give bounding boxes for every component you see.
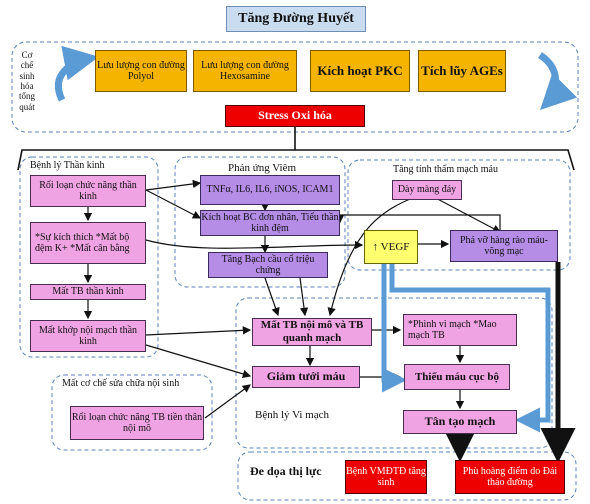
activation-box: Kích hoạt BC đơn nhân, Tiểu thần kinh đệ…: [200, 210, 340, 236]
vision-label: Đe dọa thị lực: [250, 464, 322, 478]
polyol-box: Lưu lượng con đường Polyol: [95, 50, 187, 92]
repair-dysfunction-box: Rối loạn chức năng TB tiền thân nội mô: [70, 406, 204, 440]
ages-box: Tích lũy AGEs: [418, 50, 506, 92]
hexosamine-box: Lưu lượng con đường Hexosamine: [193, 50, 297, 92]
neuro-junction-loss-box: Mất khớp nội mạch thần kinh: [30, 320, 146, 352]
barrier-box: Phá vỡ hàng rào máu-võng mạc: [450, 230, 558, 262]
permeability-label: Tăng tính thấm mạch máu: [393, 164, 498, 175]
neuro-dysfunction-box: Rối loạn chức năng thần kinh: [30, 175, 146, 207]
pkc-box: Kích hoạt PKC: [310, 50, 410, 92]
title-box: Tăng Đường Huyết: [226, 6, 366, 32]
vision-container: [237, 451, 577, 501]
aneurysm-box: *Phình vi mạch *Mao mạch TB: [403, 314, 517, 346]
perfusion-box: Giảm tưới máu: [252, 366, 360, 388]
stress-box: Stress Oxi hóa: [225, 105, 365, 127]
dme-box: Phù hoàng điểm do Đái tháo đường: [455, 460, 565, 494]
neuro-container: [19, 156, 159, 358]
ischemia-box: Thiếu máu cục bộ: [404, 364, 510, 390]
neuro-symptoms-box: *Sự kích thích *Mất bộ đệm K+ *Mất cân b…: [30, 222, 146, 264]
micro-label: Bệnh lý Vi mạch: [255, 409, 329, 421]
neovasc-box: Tân tạo mạch: [403, 410, 517, 434]
pdr-box: Bệnh VMĐTĐ tăng sinh: [345, 460, 427, 494]
thickening-box: Dày màng đáy: [392, 180, 462, 200]
endo-loss-box: Mất TB nội mô và TB quanh mạch: [252, 318, 372, 346]
inflammation-container: [174, 156, 346, 288]
general-mechanism-label: Cơ chế sinh hóa tổng quát: [18, 50, 35, 112]
leukocytes-box: Tăng Bạch cầu cổ triệu chứng: [208, 252, 328, 278]
neuro-label: Bệnh lý Thần kinh: [30, 160, 105, 171]
inflammation-label: Phản ứng Viêm: [228, 162, 297, 174]
neuro-cell-loss-box: Mất TB thần kinh: [30, 284, 146, 300]
micro-container: [235, 297, 553, 449]
repair-label: Mất cơ chế sửa chữa nội sinh: [62, 378, 180, 389]
cytokines-box: TNFα, IL6, IL6, iNOS, ICAM1: [200, 175, 340, 205]
vegf-box: ↑ VEGF: [364, 230, 418, 264]
